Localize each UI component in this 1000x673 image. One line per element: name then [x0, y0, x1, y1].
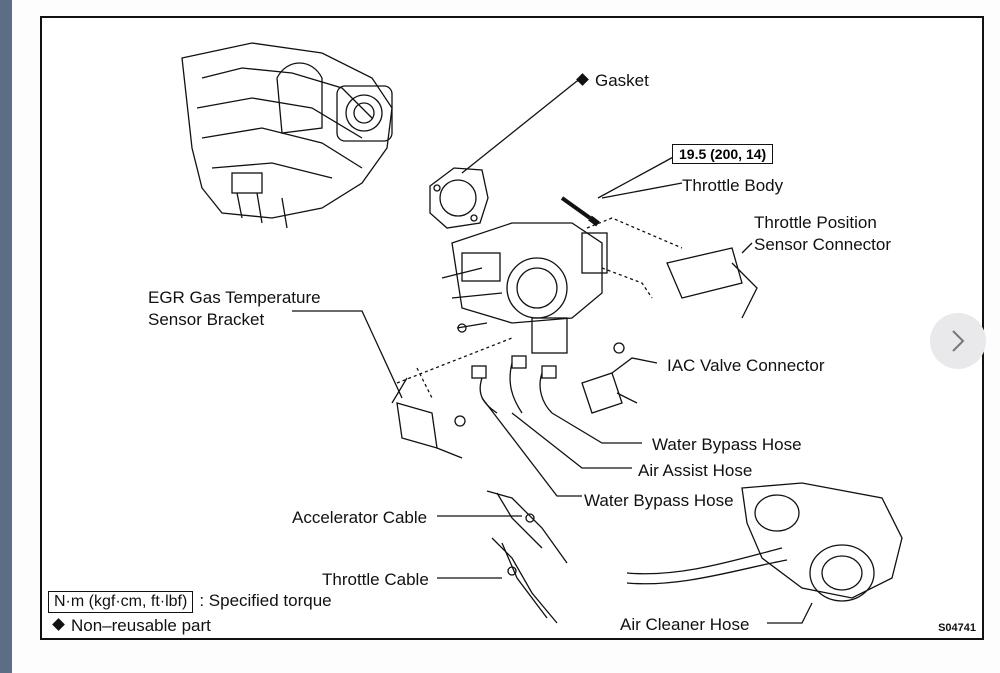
diagram-frame: Gasket 19.5 (200, 14) Throttle Body Thro…	[40, 16, 984, 640]
water-bypass-hose-upper-label: Water Bypass Hose	[652, 435, 802, 454]
air-cleaner-hose-drawing	[626, 482, 903, 624]
water-bypass-hose-lower-label: Water Bypass Hose	[584, 491, 734, 510]
next-image-button[interactable]	[930, 313, 986, 369]
iac-connector-label: IAC Valve Connector	[667, 356, 825, 375]
tps-connector-drawing	[666, 242, 758, 319]
gasket-label: Gasket	[576, 72, 649, 89]
nonreusable-legend-desc: Non–reusable part	[71, 616, 211, 635]
throttle-cable-label: Throttle Cable	[322, 570, 429, 589]
egr-bracket-label-line2: Sensor Bracket	[148, 310, 265, 329]
diamond-icon	[52, 618, 65, 631]
torque-unit-box: N·m (kgf·cm, ft·lbf)	[48, 591, 194, 613]
egr-bracket-label-line1: EGR Gas Temperature	[148, 288, 321, 307]
torque-legend-desc: : Specified torque	[199, 591, 332, 610]
document-code: S04741	[938, 622, 976, 634]
chevron-right-icon	[952, 330, 965, 352]
throttle-body-label: Throttle Body	[682, 176, 784, 195]
iac-connector-drawing	[581, 357, 658, 414]
tps-connector-label-line1: Throttle Position	[754, 213, 877, 232]
bolt-drawing	[560, 154, 678, 227]
gasket-drawing	[429, 80, 587, 229]
egr-bracket-drawing	[292, 310, 513, 459]
intake-manifold-drawing	[181, 42, 393, 229]
torque-spec-box: 19.5 (200, 14)	[672, 144, 774, 164]
tps-connector-label-line2: Sensor Connector	[754, 235, 892, 254]
accelerator-cable-label: Accelerator Cable	[292, 508, 428, 527]
hoses-drawing	[471, 355, 642, 497]
nonreusable-legend: Non–reusable part	[52, 616, 211, 635]
throttle-body-drawing	[441, 182, 683, 354]
left-rail	[0, 0, 12, 673]
air-cleaner-hose-label: Air Cleaner Hose	[620, 615, 750, 634]
exploded-parts-illustration	[181, 42, 903, 624]
image-viewer: Gasket 19.5 (200, 14) Throttle Body Thro…	[12, 0, 1000, 673]
torque-legend: N·m (kgf·cm, ft·lbf) : Specified torque	[48, 591, 332, 613]
cables-drawing	[437, 490, 568, 624]
diamond-icon	[576, 73, 589, 86]
air-assist-hose-label: Air Assist Hose	[638, 461, 753, 480]
